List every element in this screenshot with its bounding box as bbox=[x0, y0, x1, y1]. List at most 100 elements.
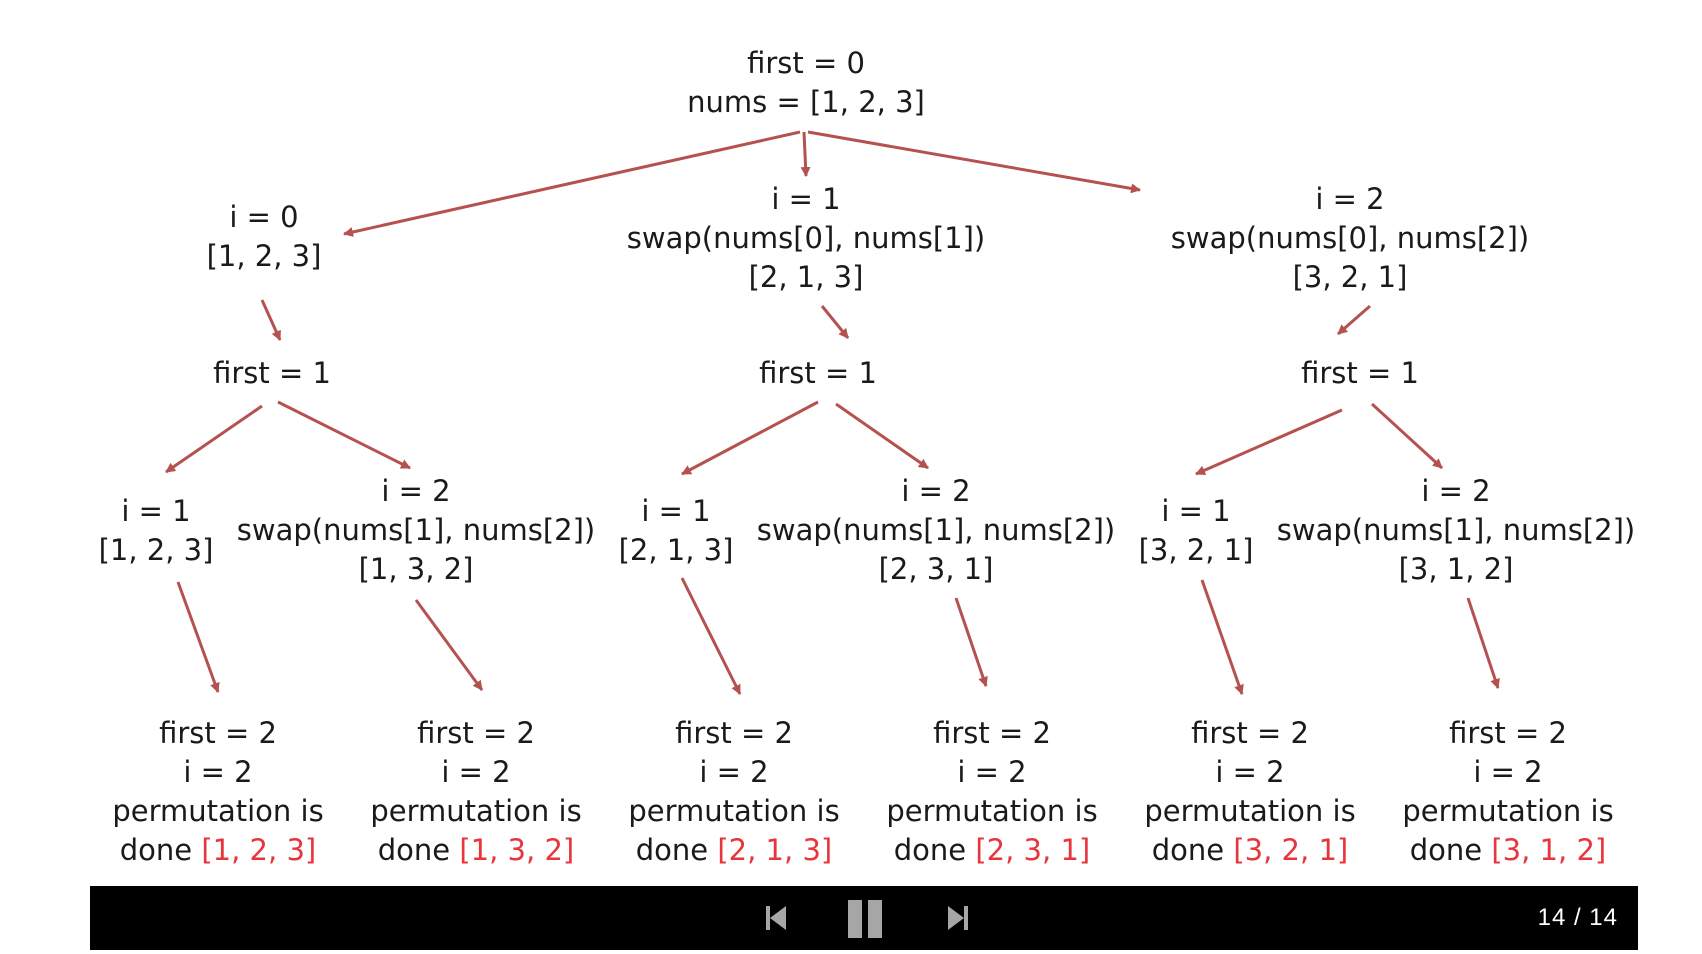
level3-array-label: [3, 1, 2] bbox=[1398, 552, 1514, 586]
level2-node-first1-middle: first = 1 bbox=[759, 354, 877, 393]
leaf-first-label: first = 2 bbox=[159, 716, 277, 750]
leaf-text-label: permutation is bbox=[1402, 794, 1614, 828]
leaf-done-label: done bbox=[1151, 833, 1225, 867]
leaf-result-label: [3, 1, 2] bbox=[1491, 833, 1607, 867]
arrow-first1-to-i1 bbox=[681, 400, 819, 476]
level3-i-label: i = 1 bbox=[641, 494, 711, 528]
arrow-i2-to-leaf bbox=[1466, 597, 1500, 689]
level3-i-label: i = 1 bbox=[1161, 494, 1231, 528]
root-nums-label: nums = [1, 2, 3] bbox=[687, 85, 925, 119]
root-node: first = 0 nums = [1, 2, 3] bbox=[687, 44, 925, 122]
root-first-label: first = 0 bbox=[747, 46, 865, 80]
level1-array-label: [2, 1, 3] bbox=[748, 260, 864, 294]
level3-node-5: i = 1 [3, 2, 1] bbox=[1139, 492, 1254, 570]
level3-array-label: [3, 2, 1] bbox=[1138, 533, 1254, 567]
leaf-i-label: i = 2 bbox=[441, 755, 511, 789]
arrow-first1-to-i1 bbox=[1195, 408, 1343, 476]
level3-swap-label: swap(nums[1], nums[2]) bbox=[1276, 513, 1636, 547]
level1-node-i2: i = 2 swap(nums[0], nums[2]) [3, 2, 1] bbox=[1171, 180, 1529, 297]
level1-array-label: [3, 2, 1] bbox=[1292, 260, 1408, 294]
leaf-node-6: first = 2 i = 2 permutation is done [3, … bbox=[1402, 714, 1613, 870]
leaf-node-1: first = 2 i = 2 permutation is done [1, … bbox=[112, 714, 323, 870]
level3-node-2: i = 2 swap(nums[1], nums[2]) [1, 3, 2] bbox=[237, 472, 595, 589]
leaf-text-label: permutation is bbox=[370, 794, 582, 828]
leaf-first-label: first = 2 bbox=[1449, 716, 1567, 750]
level1-node-i1: i = 1 swap(nums[0], nums[1]) [2, 1, 3] bbox=[627, 180, 985, 297]
leaf-text-label: permutation is bbox=[886, 794, 1098, 828]
arrow-first1-to-i2 bbox=[1370, 402, 1444, 470]
leaf-first-label: first = 2 bbox=[1191, 716, 1309, 750]
skip-previous-icon bbox=[766, 906, 786, 930]
leaf-result-label: [1, 3, 2] bbox=[459, 833, 575, 867]
leaf-text-label: permutation is bbox=[112, 794, 324, 828]
leaf-result-label: [2, 3, 1] bbox=[975, 833, 1091, 867]
leaf-result-label: [3, 2, 1] bbox=[1233, 833, 1349, 867]
level3-node-4: i = 2 swap(nums[1], nums[2]) [2, 3, 1] bbox=[757, 472, 1115, 589]
pause-icon bbox=[848, 900, 882, 938]
leaf-done-label: done bbox=[377, 833, 451, 867]
level3-array-label: [2, 3, 1] bbox=[878, 552, 994, 586]
leaf-result-label: [2, 1, 3] bbox=[717, 833, 833, 867]
arrow-root-to-i1 bbox=[800, 131, 811, 177]
level2-node-first1-right: first = 1 bbox=[1301, 354, 1419, 393]
level1-i-label: i = 0 bbox=[229, 200, 299, 234]
previous-button[interactable] bbox=[756, 886, 796, 950]
level3-i-label: i = 2 bbox=[1421, 474, 1491, 508]
level3-array-label: [1, 2, 3] bbox=[98, 533, 214, 567]
arrow-i1-to-leaf bbox=[680, 577, 742, 695]
level1-i-label: i = 2 bbox=[1315, 182, 1385, 216]
arrow-first1-to-i2 bbox=[277, 400, 411, 470]
leaf-i-label: i = 2 bbox=[183, 755, 253, 789]
arrow-root-to-i0 bbox=[343, 130, 801, 237]
level3-node-3: i = 1 [2, 1, 3] bbox=[619, 492, 734, 570]
next-button[interactable] bbox=[938, 886, 978, 950]
level1-swap-label: swap(nums[0], nums[2]) bbox=[1170, 221, 1530, 255]
leaf-i-label: i = 2 bbox=[1215, 755, 1285, 789]
leaf-text-label: permutation is bbox=[1144, 794, 1356, 828]
arrow-i1-to-first1 bbox=[820, 305, 850, 339]
level3-swap-label: swap(nums[1], nums[2]) bbox=[236, 513, 596, 547]
pause-button[interactable] bbox=[844, 886, 888, 950]
leaf-node-2: first = 2 i = 2 permutation is done [1, … bbox=[370, 714, 581, 870]
level2-node-first1-left: first = 1 bbox=[213, 354, 331, 393]
leaf-first-label: first = 2 bbox=[933, 716, 1051, 750]
leaf-done-label: done bbox=[1409, 833, 1483, 867]
level3-i-label: i = 2 bbox=[381, 474, 451, 508]
level1-array-label: [1, 2, 3] bbox=[206, 239, 322, 273]
level3-node-6: i = 2 swap(nums[1], nums[2]) [3, 1, 2] bbox=[1277, 472, 1635, 589]
level2-first-label: first = 1 bbox=[213, 356, 331, 390]
leaf-text-label: permutation is bbox=[628, 794, 840, 828]
leaf-done-label: done bbox=[635, 833, 709, 867]
leaf-node-4: first = 2 i = 2 permutation is done [2, … bbox=[886, 714, 1097, 870]
arrow-i2-to-first1 bbox=[1337, 304, 1371, 336]
arrow-i2-to-leaf bbox=[414, 599, 484, 691]
level3-i-label: i = 2 bbox=[901, 474, 971, 508]
arrow-first1-to-i1 bbox=[165, 404, 263, 474]
arrow-i1-to-leaf bbox=[1200, 579, 1244, 695]
leaf-first-label: first = 2 bbox=[417, 716, 535, 750]
level3-array-label: [2, 1, 3] bbox=[618, 533, 734, 567]
arrow-first1-to-i2 bbox=[835, 402, 929, 470]
slideshow-controls-bar: 14 / 14 bbox=[90, 886, 1638, 950]
leaf-result-label: [1, 2, 3] bbox=[201, 833, 317, 867]
leaf-node-3: first = 2 i = 2 permutation is done [2, … bbox=[628, 714, 839, 870]
level2-first-label: first = 1 bbox=[1301, 356, 1419, 390]
leaf-node-5: first = 2 i = 2 permutation is done [3, … bbox=[1144, 714, 1355, 870]
level2-first-label: first = 1 bbox=[759, 356, 877, 390]
leaf-i-label: i = 2 bbox=[1473, 755, 1543, 789]
slide-counter: 14 / 14 bbox=[1537, 904, 1618, 931]
arrow-i0-to-first1 bbox=[260, 299, 282, 341]
leaf-first-label: first = 2 bbox=[675, 716, 793, 750]
leaf-done-label: done bbox=[893, 833, 967, 867]
level1-swap-label: swap(nums[0], nums[1]) bbox=[626, 221, 986, 255]
leaf-done-label: done bbox=[119, 833, 193, 867]
level1-node-i0: i = 0 [1, 2, 3] bbox=[207, 198, 322, 276]
level3-i-label: i = 1 bbox=[121, 494, 191, 528]
level3-node-1: i = 1 [1, 2, 3] bbox=[99, 492, 214, 570]
level3-swap-label: swap(nums[1], nums[2]) bbox=[756, 513, 1116, 547]
level3-array-label: [1, 3, 2] bbox=[358, 552, 474, 586]
leaf-i-label: i = 2 bbox=[957, 755, 1027, 789]
arrow-i2-to-leaf bbox=[954, 597, 988, 687]
